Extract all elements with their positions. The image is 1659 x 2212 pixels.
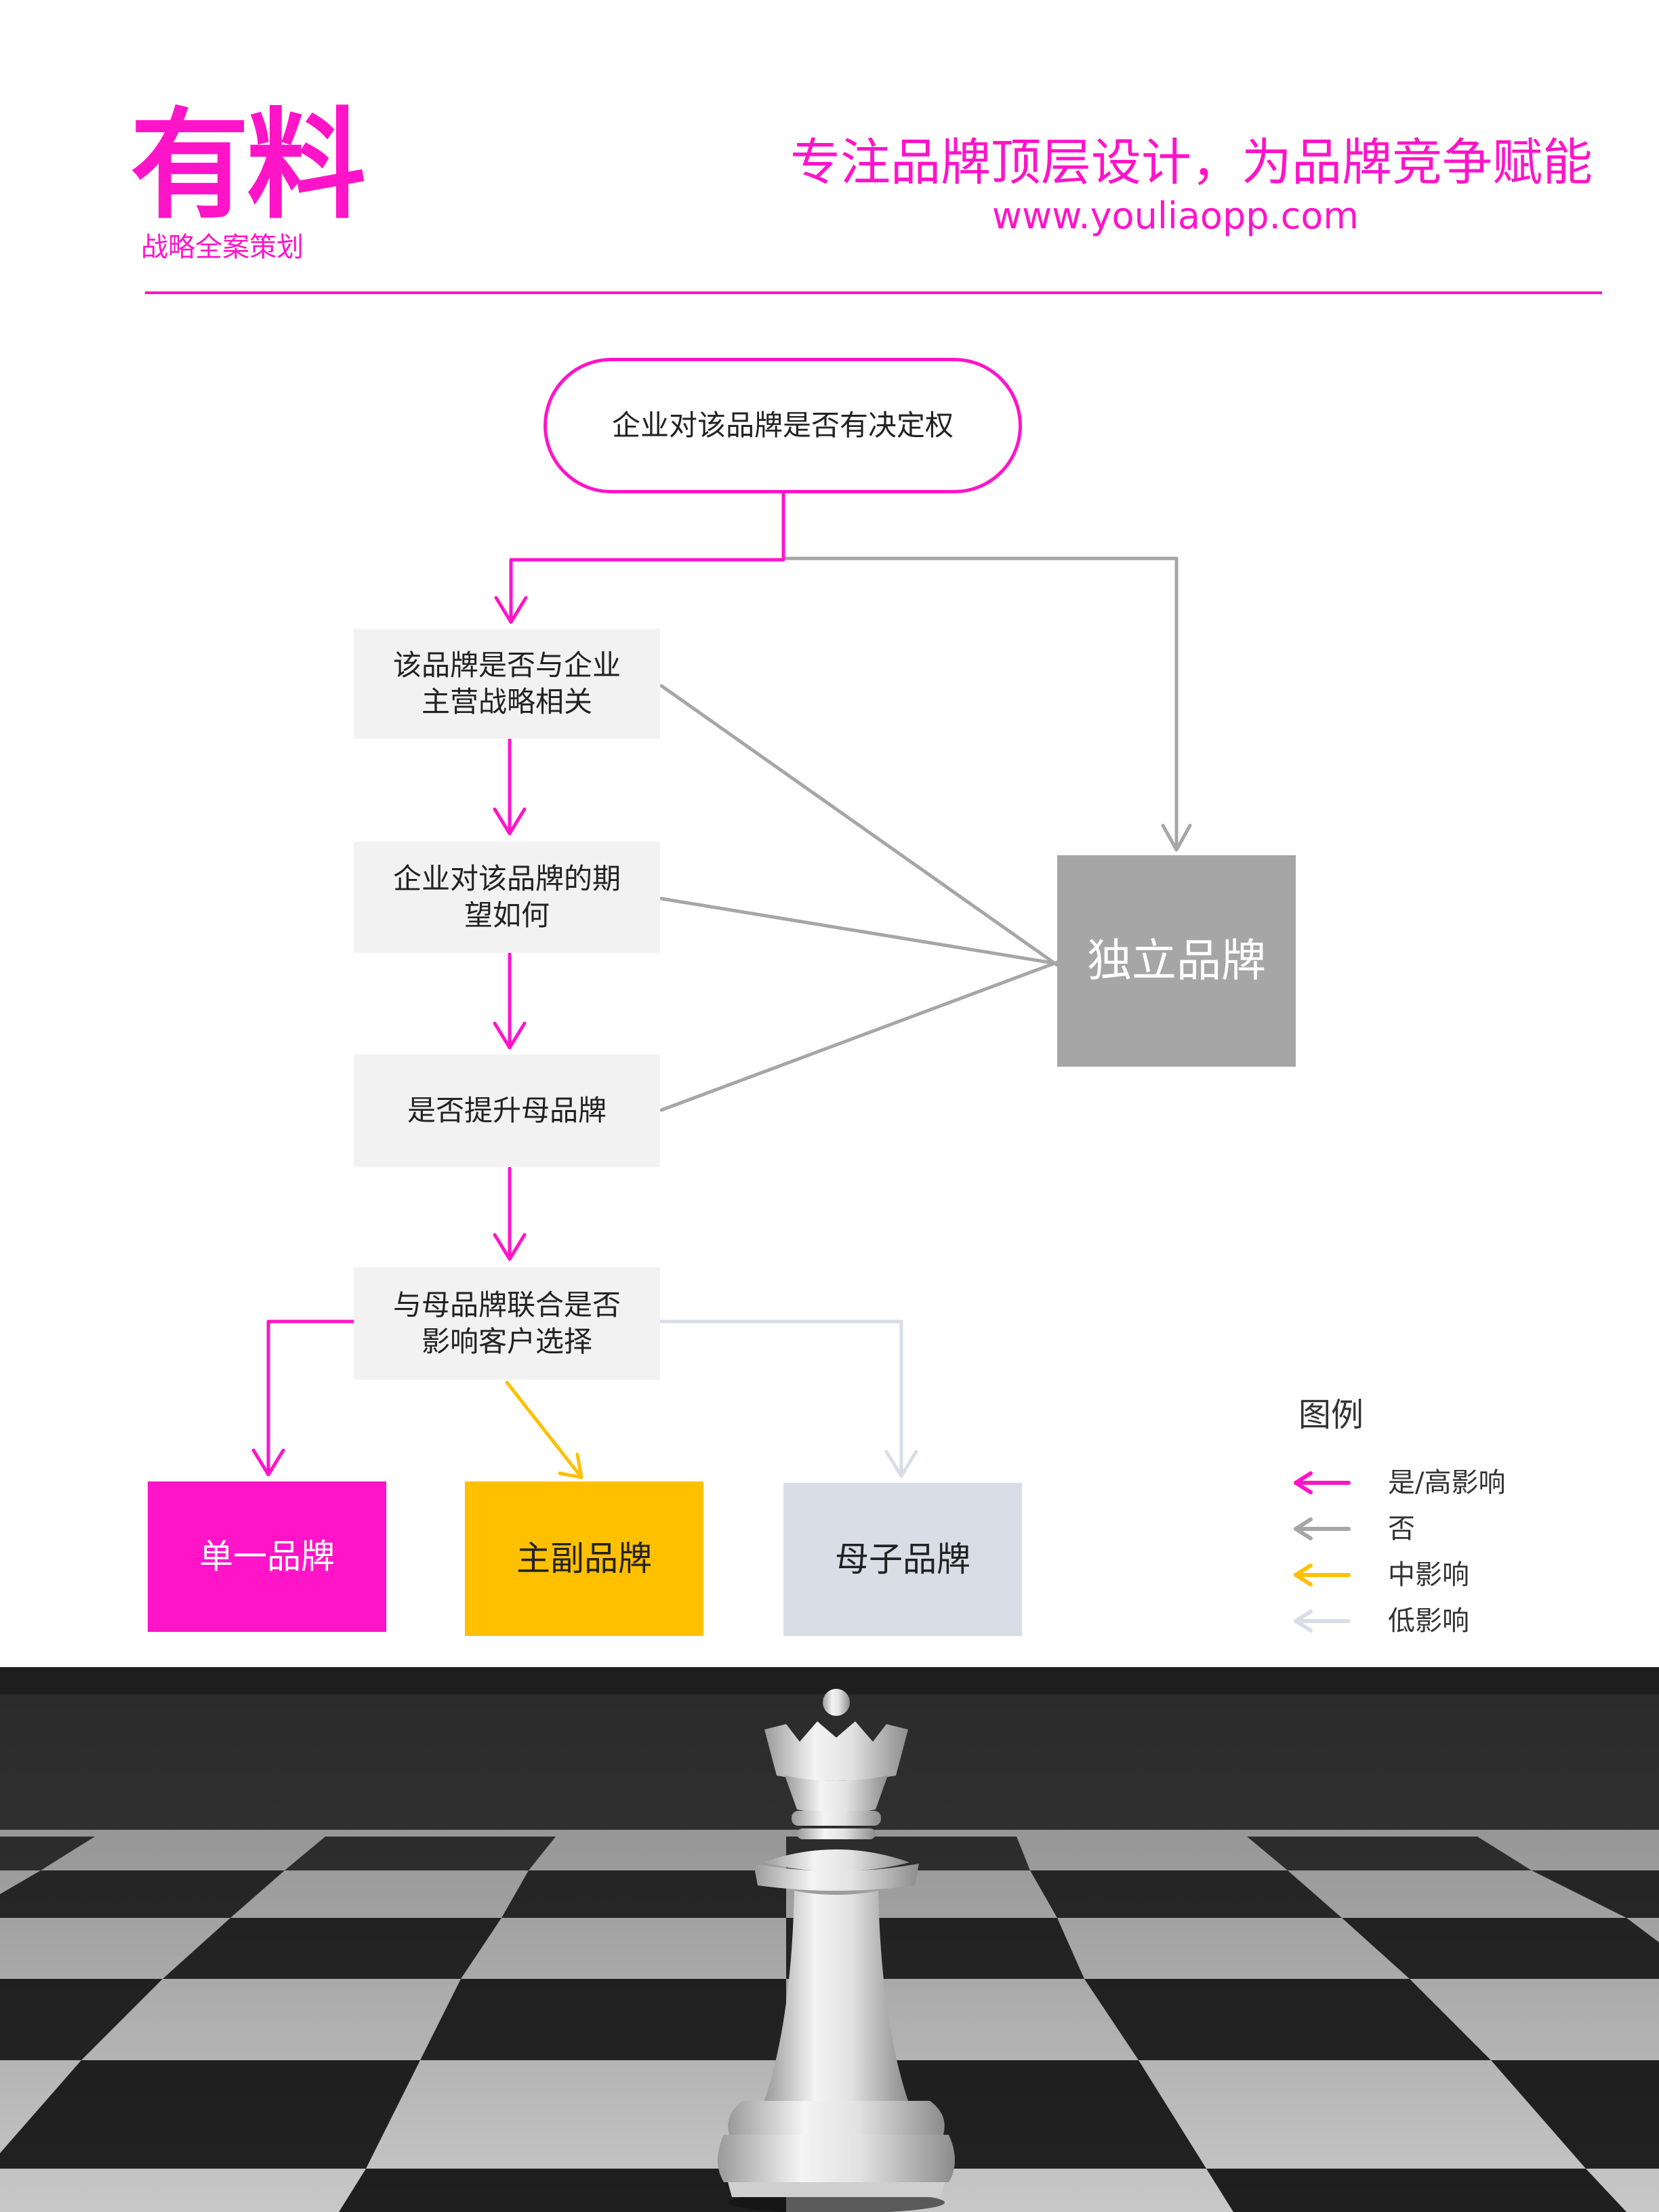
legend-label-no: 否 xyxy=(1388,1513,1415,1544)
question-line: 企业对该品牌的期 xyxy=(392,862,621,895)
legend-arrow-no xyxy=(1294,1517,1351,1540)
question-boost-parent: 是否提升母品牌 xyxy=(354,1054,660,1167)
question-line: 是否提升母品牌 xyxy=(407,1094,607,1127)
legend-label-low: 低影响 xyxy=(1388,1605,1469,1637)
legend-arrow-yes xyxy=(1294,1471,1351,1494)
edge-start-to-independent xyxy=(781,556,1179,851)
arrowhead-q4 xyxy=(493,1233,527,1261)
edge-q4-to-mainsub xyxy=(505,1380,583,1479)
result-independent-brand: 独立品牌 xyxy=(1057,855,1296,1067)
question-line: 与母品牌联合是否 xyxy=(392,1288,621,1322)
result-main-sub-brand: 主副品牌 xyxy=(465,1481,703,1636)
question-line: 主营战略相关 xyxy=(421,685,592,718)
flowchart-connectors xyxy=(251,491,1351,1633)
question-line: 望如何 xyxy=(464,899,550,932)
legend-arrow-low xyxy=(1294,1610,1351,1633)
slogan: 专注品牌顶层设计，为品牌竞争赋能 xyxy=(790,134,1593,192)
question-customer-choice: 与母品牌联合是否 影响客户选择 xyxy=(354,1267,660,1380)
result-label: 独立品牌 xyxy=(1087,935,1266,987)
result-label: 主副品牌 xyxy=(516,1539,652,1578)
result-single-brand: 单一品牌 xyxy=(148,1481,386,1632)
start-node-label: 企业对该品牌是否有决定权 xyxy=(611,409,954,442)
legend-title: 图例 xyxy=(1298,1396,1364,1434)
arrowhead-q3 xyxy=(493,1021,527,1050)
queen-icon xyxy=(718,1689,955,2212)
brand-logo: 有料 xyxy=(130,96,366,235)
chess-queen-photo xyxy=(0,1667,1659,2212)
edge-start-to-q1 xyxy=(509,491,785,624)
edge-q2-to-independent xyxy=(659,897,1059,966)
arrowhead-independent xyxy=(1161,823,1192,852)
legend-label-medium: 中影响 xyxy=(1388,1559,1469,1591)
edge-q4-to-parentchild xyxy=(581,1319,903,1478)
question-expectation: 企业对该品牌的期 望如何 xyxy=(354,842,660,953)
website-link[interactable]: www.youliaopp.com xyxy=(991,194,1359,237)
arrowhead-parentchild xyxy=(884,1450,918,1478)
arrowhead-q2 xyxy=(493,807,527,836)
arrowhead-mainsub xyxy=(558,1452,583,1479)
result-label: 母子品牌 xyxy=(835,1540,970,1579)
arrowhead-single xyxy=(251,1448,285,1477)
legend-label-yes: 是/高影响 xyxy=(1388,1467,1506,1498)
header-divider xyxy=(145,291,1602,294)
question-line: 该品牌是否与企业 xyxy=(392,649,621,682)
arrowhead-q1 xyxy=(494,596,528,624)
question-strategy-relevance: 该品牌是否与企业 主营战略相关 xyxy=(354,629,660,739)
result-label: 单一品牌 xyxy=(199,1537,335,1576)
edge-q4-to-single xyxy=(266,1319,356,1477)
start-node: 企业对该品牌是否有决定权 xyxy=(544,358,1022,493)
legend-arrow-medium xyxy=(1294,1563,1351,1586)
edge-q3-to-independent xyxy=(659,960,1059,1112)
edge-q1-to-independent xyxy=(659,684,1059,967)
result-parent-child-brand: 母子品牌 xyxy=(783,1483,1022,1636)
question-line: 影响客户选择 xyxy=(421,1325,592,1358)
brand-logo-subtitle: 战略全案策划 xyxy=(141,232,304,263)
